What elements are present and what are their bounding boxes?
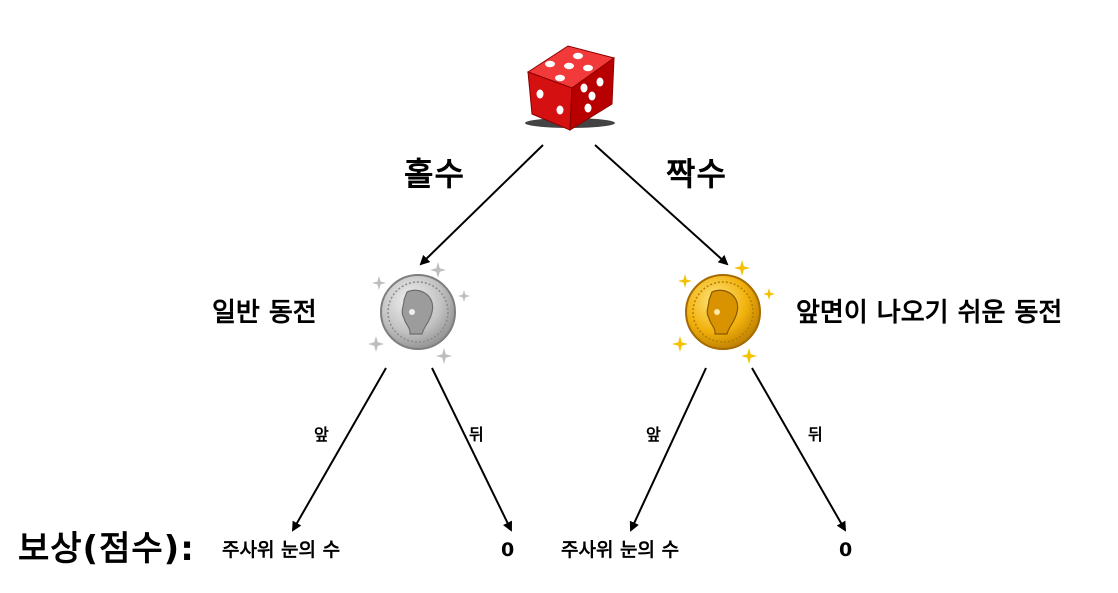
odd-branch-label: 홀수 (404, 155, 465, 193)
biased-coin-label: 앞면이 나오기 쉬운 동전 (796, 298, 1063, 328)
left-tails-reward: 0 (501, 539, 515, 561)
left-tails-label: 뒤 (469, 425, 484, 444)
dice-icon (525, 45, 616, 131)
left-heads-reward: 주사위 눈의 수 (222, 539, 341, 561)
even-branch-label: 짝수 (666, 155, 727, 193)
right-heads-reward: 주사위 눈의 수 (561, 539, 680, 561)
reward-title: 보상(점수): (18, 529, 195, 569)
arrow-right-heads (629, 367, 707, 532)
right-tails-label: 뒤 (808, 425, 823, 444)
arrow-left-tails (431, 367, 512, 532)
silver-coin-icon (380, 274, 456, 350)
arrow-even (594, 144, 729, 266)
gold-coin-icon (685, 274, 761, 350)
arrow-left-heads (292, 367, 387, 532)
right-tails-reward: 0 (839, 539, 853, 561)
arrow-odd (419, 144, 544, 266)
arrow-right-tails (751, 367, 846, 532)
right-heads-label: 앞 (646, 425, 661, 444)
normal-coin-label: 일반 동전 (212, 298, 317, 328)
left-heads-label: 앞 (314, 425, 329, 444)
